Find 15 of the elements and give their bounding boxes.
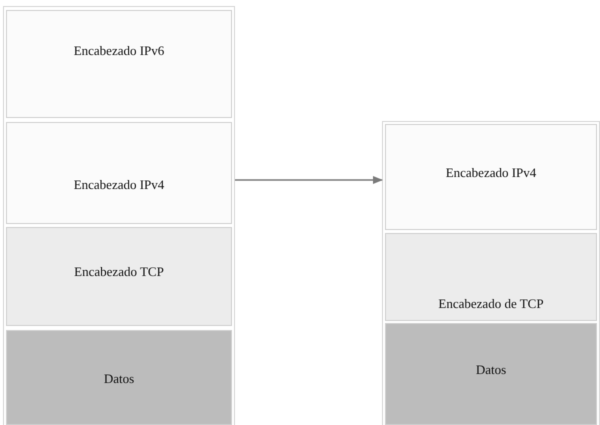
header-block bbox=[385, 323, 597, 425]
header-block bbox=[385, 124, 597, 230]
arrow bbox=[235, 176, 383, 184]
block-label: Encabezado IPv4 bbox=[72, 176, 166, 194]
block-label: Datos bbox=[474, 361, 508, 379]
header-block bbox=[6, 10, 232, 118]
header-block bbox=[385, 233, 597, 321]
header-block bbox=[6, 122, 232, 224]
header-block bbox=[6, 227, 232, 326]
block-label: Datos bbox=[102, 370, 136, 388]
block-label: Encabezado IPv4 bbox=[444, 164, 538, 182]
block-label: Encabezado de TCP bbox=[437, 295, 545, 313]
block-label: Encabezado TCP bbox=[73, 263, 165, 281]
block-label: Encabezado IPv6 bbox=[72, 42, 166, 60]
header-block bbox=[6, 330, 232, 425]
